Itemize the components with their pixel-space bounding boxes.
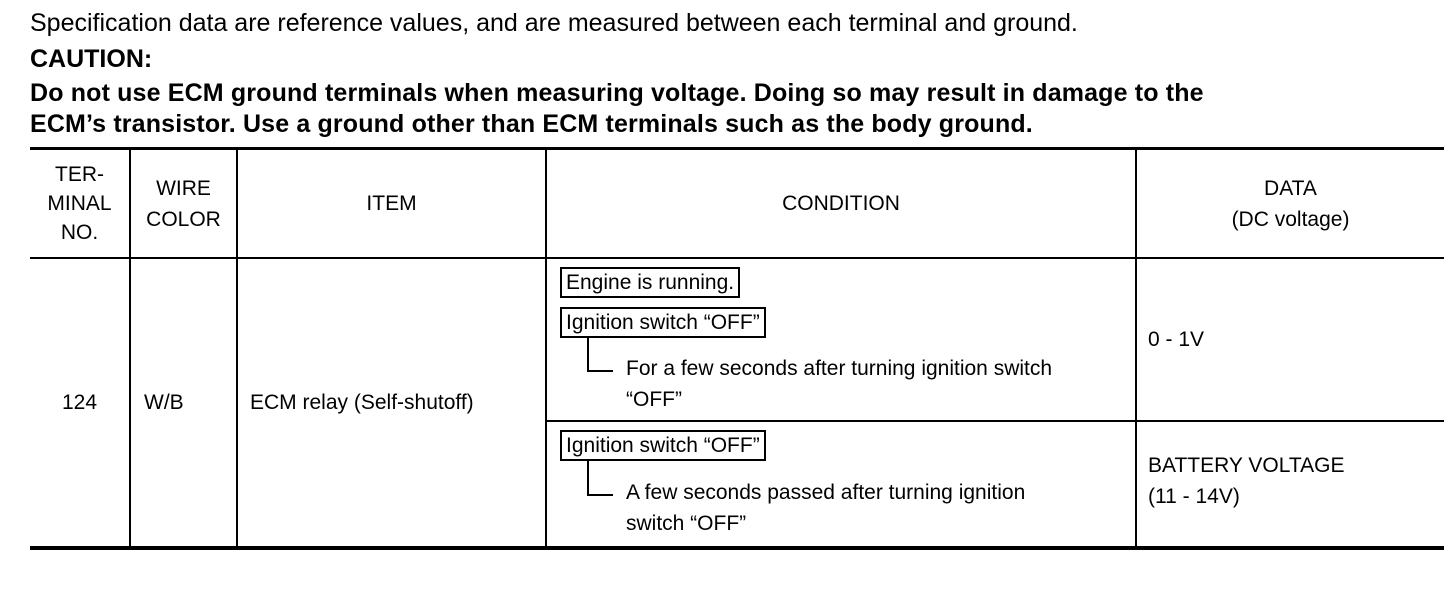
header-condition: CONDITION bbox=[782, 192, 900, 215]
condition-detail-2: A few seconds passed after turning ignit… bbox=[626, 477, 1025, 539]
caution-line-2: ECM’s transistor. Use a ground other tha… bbox=[30, 110, 1033, 138]
header-item: ITEM bbox=[366, 192, 417, 215]
condition-connector-2 bbox=[587, 461, 613, 496]
table-top-rule bbox=[30, 147, 1444, 150]
terminal-spec-table: TER- MINAL NO. WIRE COLOR ITEM CONDITION… bbox=[30, 147, 1444, 551]
condition-detail-1-line-2: “OFF” bbox=[626, 388, 682, 411]
caution-text: Do not use ECM ground terminals when mea… bbox=[30, 78, 1444, 140]
condition-detail-2-line-1: A few seconds passed after turning ignit… bbox=[626, 481, 1026, 504]
condition-divider-rule bbox=[546, 420, 1444, 422]
data-value-1: 0 - 1V bbox=[1148, 328, 1205, 351]
condition-connector-1 bbox=[587, 338, 613, 372]
col-divider-3 bbox=[545, 147, 547, 550]
header-data-line-2: (DC voltage) bbox=[1231, 207, 1350, 231]
condition-box-engine-running: Engine is running. bbox=[560, 267, 741, 298]
terminal-number: 124 bbox=[61, 391, 98, 414]
condition-detail-1: For a few seconds after turning ignition… bbox=[626, 353, 1052, 415]
col-divider-4 bbox=[1135, 147, 1137, 550]
data-value-2: BATTERY VOLTAGE (11 - 14V) bbox=[1148, 450, 1344, 512]
header-wire-line-2: COLOR bbox=[146, 207, 221, 231]
header-terminal-no: TER- MINAL NO. bbox=[30, 150, 129, 257]
col-divider-1 bbox=[129, 147, 131, 550]
header-rule bbox=[30, 257, 1444, 259]
condition-detail-1-line-1: For a few seconds after turning ignition… bbox=[626, 357, 1053, 380]
data-value-2-line-2: (11 - 14V) bbox=[1148, 485, 1240, 508]
data-value-2-line-1: BATTERY VOLTAGE bbox=[1148, 454, 1345, 477]
condition-box-ignition-off-1: Ignition switch “OFF” bbox=[560, 307, 766, 338]
caution-line-1: Do not use ECM ground terminals when mea… bbox=[30, 79, 1204, 107]
header-terminal-line-1: TER- bbox=[55, 163, 104, 186]
wire-color: W/B bbox=[144, 391, 184, 414]
header-wire-line-1: WIRE bbox=[156, 176, 211, 200]
table-bottom-rule bbox=[30, 546, 1444, 550]
caution-heading: CAUTION: bbox=[30, 45, 153, 73]
col-divider-2 bbox=[236, 147, 238, 550]
header-terminal-line-3: NO. bbox=[60, 221, 99, 244]
header-wire-color: WIRE COLOR bbox=[131, 150, 236, 257]
condition-box-ignition-off-2: Ignition switch “OFF” bbox=[560, 430, 766, 461]
condition-detail-2-line-2: switch “OFF” bbox=[626, 512, 747, 535]
intro-text: Specification data are reference values,… bbox=[30, 9, 1078, 37]
header-terminal-line-2: MINAL bbox=[47, 192, 112, 215]
item-name: ECM relay (Self-shutoff) bbox=[250, 391, 474, 414]
header-data-line-1: DATA bbox=[1264, 176, 1317, 200]
header-data: DATA (DC voltage) bbox=[1137, 150, 1444, 257]
